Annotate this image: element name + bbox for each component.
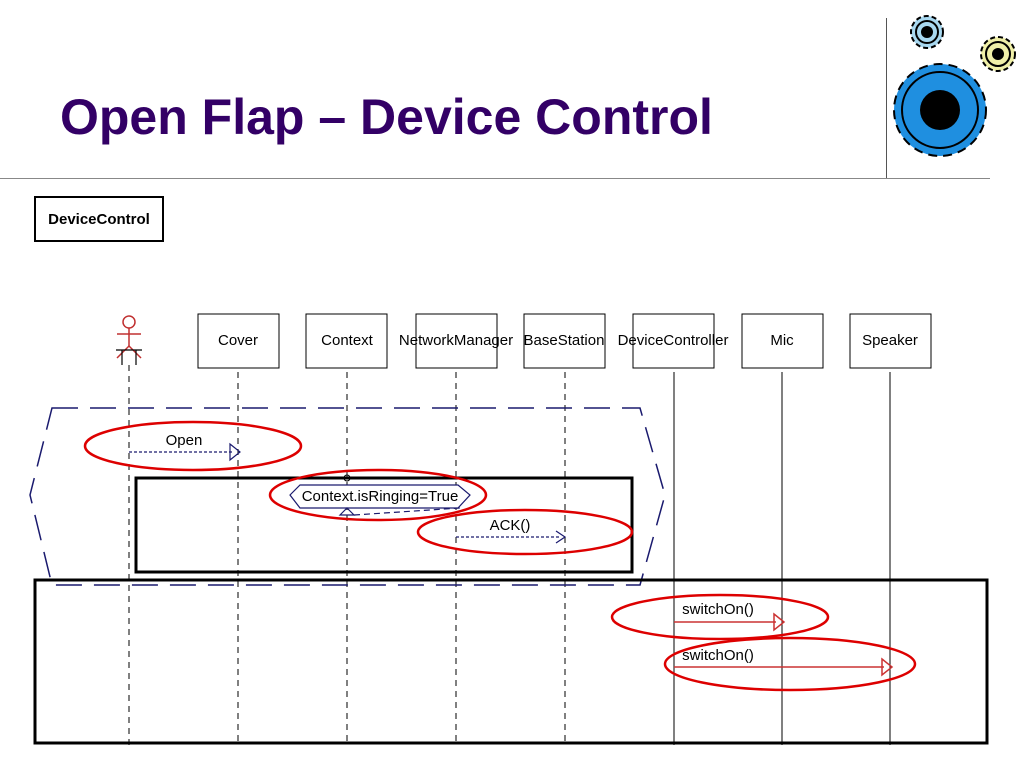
lifeline-label-cover: Cover	[218, 332, 258, 349]
message-switchon-speaker	[674, 657, 894, 677]
lifeline-box-context	[305, 313, 388, 369]
lifeline-box-mic	[741, 313, 824, 369]
frame-label: DeviceControl	[34, 196, 164, 242]
message-label-ack: ACK()	[490, 517, 531, 534]
message-label-open: Open	[166, 432, 203, 449]
condition-label: Context.isRinging=True	[302, 488, 459, 505]
small-gear-top-icon	[910, 15, 944, 49]
lifeline-box-cover	[197, 313, 280, 369]
lifeline-label-context: Context	[321, 332, 374, 349]
slide-title: Open Flap – Device Control	[60, 89, 713, 145]
lifeline-label-device-controller: DeviceController	[618, 332, 729, 349]
message-label-switchon-speaker: switchOn()	[682, 647, 754, 664]
highlight-switchon-mic	[610, 593, 830, 641]
lifeline-label-network-manager: NetworkManager	[399, 332, 513, 349]
gears-logo-icon	[893, 15, 1016, 157]
message-label-switchon-mic: switchOn()	[682, 601, 754, 618]
title-vertical-divider	[886, 18, 887, 178]
large-gear-icon	[893, 63, 987, 157]
highlight-ack	[416, 508, 634, 556]
message-switchon-mic	[674, 612, 786, 632]
highlight-switchon-speaker	[663, 636, 917, 692]
actor-icon	[116, 315, 142, 359]
loop-fragment	[29, 407, 666, 586]
alt-fragment	[134, 476, 634, 574]
message-ack	[456, 530, 567, 544]
lifeline-box-network-manager	[415, 313, 498, 369]
lifeline-label-mic: Mic	[770, 332, 794, 349]
lifeline-box-speaker	[849, 313, 932, 369]
highlight-condition	[268, 468, 488, 522]
lifeline-box-base-station	[523, 313, 606, 369]
highlight-open	[83, 420, 303, 472]
lifeline-label-base-station: BaseStation	[524, 332, 605, 349]
title-divider	[0, 178, 990, 179]
message-open	[129, 442, 241, 462]
device-frame	[33, 578, 989, 745]
lifeline-label-speaker: Speaker	[862, 332, 918, 349]
lifeline-box-device-controller	[632, 313, 715, 369]
small-gear-right-icon	[980, 36, 1016, 72]
